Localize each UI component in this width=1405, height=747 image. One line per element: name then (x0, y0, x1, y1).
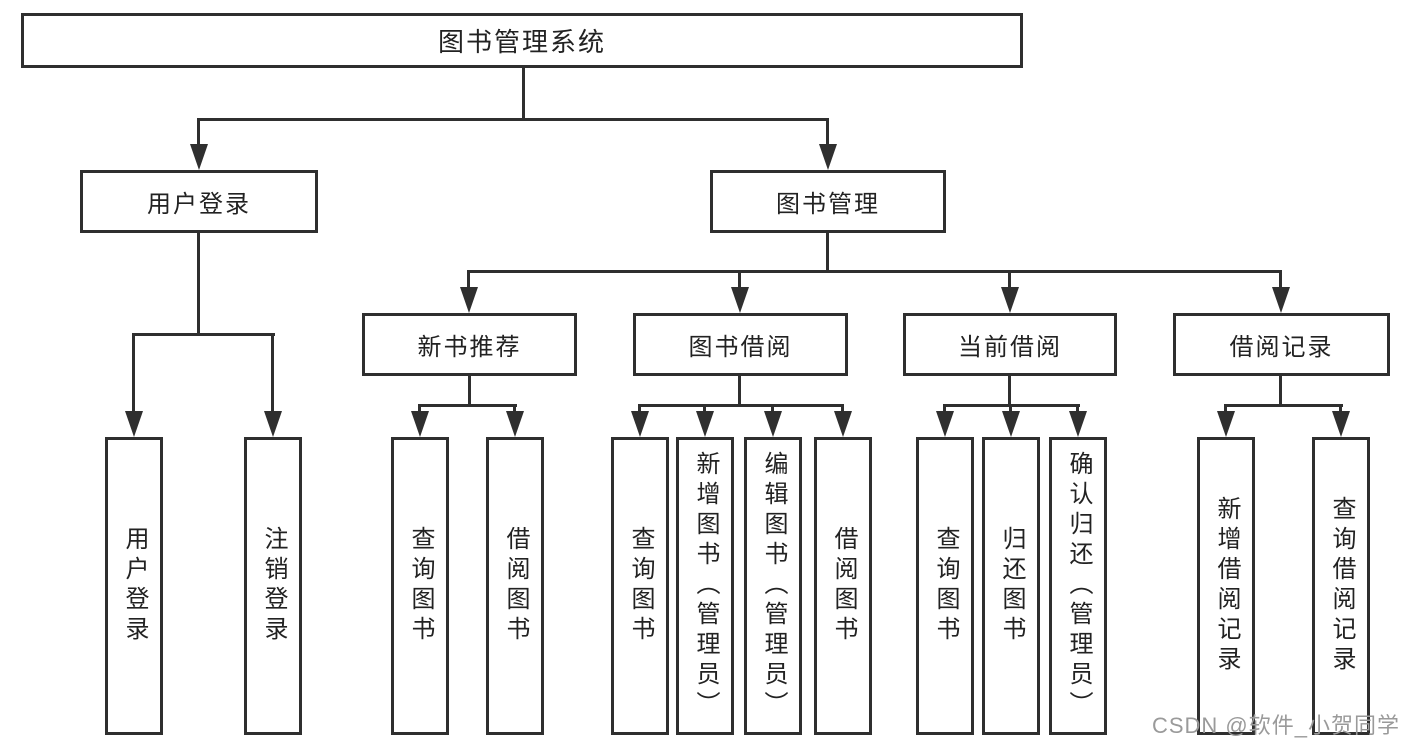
connector-line (1224, 404, 1343, 407)
arrow-down-icon (1332, 411, 1350, 437)
leaf-bb-query-books: 查询图书 (611, 437, 669, 735)
arrow-down-icon (819, 144, 837, 170)
node-book-borrowing: 图书借阅 (633, 313, 848, 376)
arrow-down-icon (125, 411, 143, 437)
arrow-down-icon (631, 411, 649, 437)
connector-line (771, 404, 774, 414)
connector-line (638, 404, 641, 414)
arrow-down-icon (460, 287, 478, 313)
connector-line (639, 404, 844, 407)
arrow-down-icon (731, 287, 749, 313)
connector-line (132, 333, 135, 413)
connector-line (1224, 404, 1227, 414)
connector-line (418, 404, 421, 414)
arrow-down-icon (1272, 287, 1290, 313)
leaf-bb-add-books-admin: 新增图书（管理员） (676, 437, 734, 735)
node-library-management-system: 图书管理系统 (21, 13, 1023, 68)
leaf-user-login: 用户登录 (105, 437, 163, 735)
leaf-nb-borrow-books: 借阅图书 (486, 437, 544, 735)
arrow-down-icon (936, 411, 954, 437)
connector-line (738, 376, 741, 407)
connector-line (133, 333, 275, 336)
arrow-down-icon (190, 144, 208, 170)
connector-line (1008, 270, 1011, 289)
arrow-down-icon (696, 411, 714, 437)
connector-line (197, 233, 200, 336)
connector-line (197, 118, 200, 146)
connector-line (271, 333, 274, 413)
leaf-cb-return-books: 归还图书 (982, 437, 1040, 735)
connector-line (703, 404, 706, 414)
connector-line (944, 404, 1080, 407)
arrow-down-icon (1217, 411, 1235, 437)
node-book-management: 图书管理 (710, 170, 946, 233)
connector-line (738, 270, 741, 289)
arrow-down-icon (1069, 411, 1087, 437)
csdn-watermark: CSDN @软件_小贺同学 (1151, 713, 1400, 738)
arrow-down-icon (506, 411, 524, 437)
arrow-down-icon (1001, 287, 1019, 313)
node-borrowing-records: 借阅记录 (1173, 313, 1390, 376)
leaf-bb-borrow-books: 借阅图书 (814, 437, 872, 735)
leaf-logout: 注销登录 (244, 437, 302, 735)
arrow-down-icon (764, 411, 782, 437)
connector-line (469, 270, 1282, 273)
leaf-cb-query-books: 查询图书 (916, 437, 974, 735)
connector-line (467, 270, 470, 289)
leaf-cb-confirm-return-admin: 确认归还（管理员） (1049, 437, 1107, 735)
connector-line (826, 118, 829, 146)
connector-line (1008, 376, 1011, 407)
connector-line (468, 376, 471, 407)
arrow-down-icon (834, 411, 852, 437)
connector-line (1279, 376, 1282, 407)
connector-line (513, 404, 516, 414)
leaf-br-query-borrow-record: 查询借阅记录 (1312, 437, 1370, 735)
leaf-nb-query-books: 查询图书 (391, 437, 449, 735)
connector-line (1339, 404, 1342, 414)
connector-line (826, 233, 829, 273)
node-current-borrowing: 当前借阅 (903, 313, 1117, 376)
node-new-book-recommendation: 新书推荐 (362, 313, 577, 376)
connector-line (197, 118, 829, 121)
connector-line (1279, 270, 1282, 289)
leaf-br-add-borrow-record: 新增借阅记录 (1197, 437, 1255, 735)
connector-line (841, 404, 844, 414)
arrow-down-icon (411, 411, 429, 437)
connector-line (1009, 404, 1012, 414)
connector-line (1076, 404, 1079, 414)
connector-line (419, 404, 517, 407)
leaf-bb-edit-books-admin: 编辑图书（管理员） (744, 437, 802, 735)
node-user-login: 用户登录 (80, 170, 318, 233)
arrow-down-icon (1002, 411, 1020, 437)
arrow-down-icon (264, 411, 282, 437)
connector-line (943, 404, 946, 414)
connector-line (522, 68, 525, 120)
